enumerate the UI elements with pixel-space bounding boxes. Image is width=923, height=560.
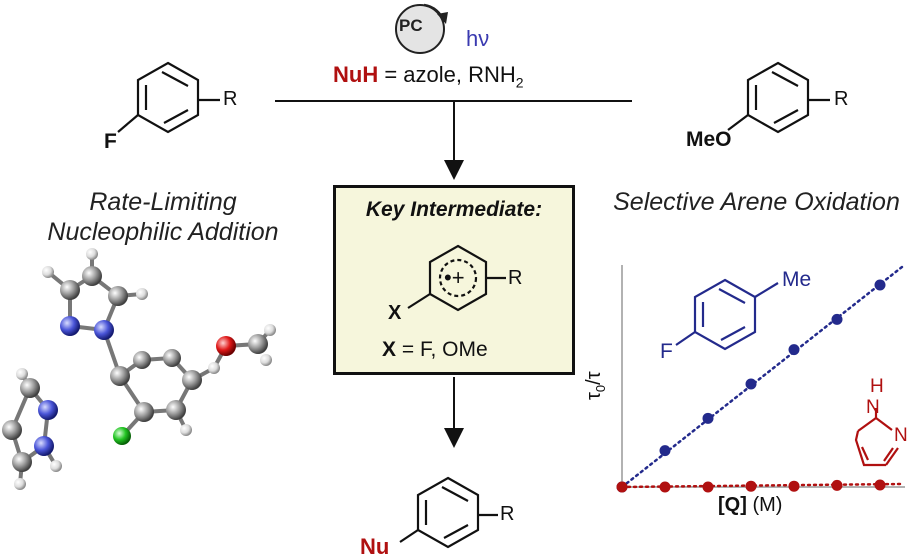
data-point-blue xyxy=(831,313,843,325)
left-caption: Rate-Limiting Nucleophilic Addition xyxy=(47,188,279,246)
azole-n1-label: N xyxy=(866,397,880,418)
fit-line-red xyxy=(620,482,904,489)
product-structure xyxy=(399,476,498,549)
anisole-structure xyxy=(727,61,830,134)
data-point-red xyxy=(788,480,800,492)
data-point-red xyxy=(745,480,757,492)
radical-cation-label: •+ xyxy=(444,265,465,290)
data-point-red xyxy=(702,481,714,493)
data-point-red xyxy=(616,481,628,493)
data-point-blue xyxy=(745,378,757,390)
data-point-red xyxy=(659,481,671,493)
stern-volmer-plot xyxy=(616,265,905,493)
pyrazole-structure xyxy=(854,408,899,467)
azole-h-label: H xyxy=(870,376,884,397)
data-point-blue xyxy=(659,445,671,457)
plot-y-label: τ0/τ xyxy=(583,371,608,400)
photocatalyst-label: PC xyxy=(399,16,423,35)
left-r-label: R xyxy=(223,88,238,110)
quencher-me-label: Me xyxy=(782,268,812,291)
quencher-f-label: F xyxy=(660,340,673,363)
nu-label: Nu xyxy=(360,534,390,559)
molecular-model xyxy=(2,248,276,490)
data-point-blue xyxy=(788,344,800,356)
fluoroarene-structure xyxy=(117,61,220,134)
fluorotoluene-structure xyxy=(675,278,779,351)
key-intermediate-box: Key Intermediate: •+ X R X = F, OMe xyxy=(333,185,575,375)
data-point-blue xyxy=(702,412,714,424)
methoxy-label: MeO xyxy=(686,128,732,151)
nucleophile-definition: NuH = azole, RNH2 xyxy=(333,62,524,91)
key-intermediate-title: Key Intermediate: xyxy=(365,198,543,221)
data-point-blue xyxy=(874,279,886,291)
plot-x-label: [Q] (M) xyxy=(718,494,783,516)
data-point-red xyxy=(874,479,886,491)
light-label: hν xyxy=(466,26,490,51)
right-caption: Selective Arene Oxidation xyxy=(613,188,900,216)
radical-cation-structure xyxy=(407,244,506,312)
arrow-down-icon xyxy=(444,160,464,180)
fluorine-label: F xyxy=(104,130,117,153)
product-r-label: R xyxy=(500,503,515,525)
intermediate-r-label: R xyxy=(508,267,523,289)
right-r-label: R xyxy=(834,88,849,110)
photocatalyst-icon xyxy=(395,3,448,54)
arrow-down-icon xyxy=(444,428,464,448)
data-point-red xyxy=(831,479,843,491)
x-definition: X = F, OMe xyxy=(382,338,488,361)
intermediate-x-label: X xyxy=(388,302,402,324)
azole-n2-label: N xyxy=(894,425,908,446)
